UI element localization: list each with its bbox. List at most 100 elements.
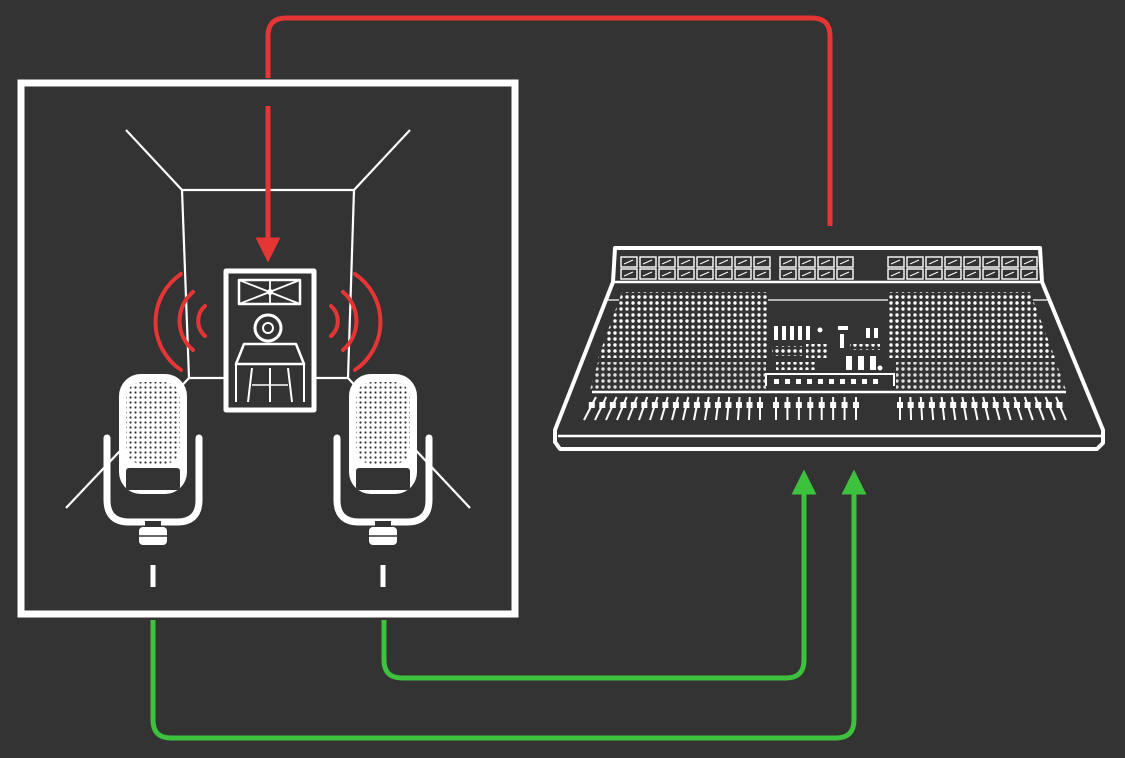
fader-track bbox=[649, 396, 659, 421]
console-meter bbox=[677, 256, 695, 268]
meter-needle bbox=[801, 259, 812, 265]
fader-cap bbox=[599, 402, 606, 408]
microphone-left-icon bbox=[103, 374, 203, 587]
fader-cap bbox=[735, 402, 742, 408]
meter-needle bbox=[1004, 259, 1015, 265]
fader-cap bbox=[1013, 402, 1020, 408]
fader-track bbox=[919, 396, 924, 421]
meter-needle bbox=[928, 259, 939, 265]
console-meter bbox=[658, 268, 676, 280]
meter-needle bbox=[680, 259, 691, 265]
fader-cap bbox=[588, 402, 595, 408]
meter-needle bbox=[782, 259, 793, 265]
console-meter bbox=[817, 256, 835, 268]
meter-needle bbox=[820, 259, 831, 265]
fader-track bbox=[638, 396, 649, 421]
fader-cap bbox=[704, 402, 711, 408]
microphone-right-icon bbox=[333, 374, 433, 587]
fader-cap bbox=[757, 402, 763, 408]
meter-needle bbox=[661, 259, 672, 265]
fader-cap bbox=[907, 402, 914, 408]
meter-needle bbox=[623, 259, 634, 265]
meter-needle bbox=[985, 271, 996, 277]
fader-cap bbox=[830, 402, 837, 408]
fader-track bbox=[961, 396, 968, 421]
console-button bbox=[818, 379, 823, 384]
console-meter bbox=[1020, 268, 1038, 280]
fader-track bbox=[909, 396, 913, 421]
fader-track bbox=[704, 396, 710, 421]
console-meter bbox=[620, 268, 638, 280]
fader-track bbox=[1044, 396, 1056, 421]
meter-needle bbox=[782, 271, 793, 277]
console-button bbox=[873, 379, 878, 384]
console-knobs-right bbox=[888, 292, 1055, 358]
meter-needle bbox=[737, 271, 748, 277]
fader-cap bbox=[960, 402, 967, 408]
console-button bbox=[807, 379, 812, 384]
meter-needle bbox=[909, 271, 920, 277]
fader-track bbox=[1013, 396, 1023, 421]
console-meter bbox=[836, 268, 854, 280]
console-meter bbox=[925, 268, 943, 280]
console-meter-bridge bbox=[620, 256, 1038, 280]
fader-cap bbox=[1045, 402, 1052, 408]
fader-cap bbox=[1056, 402, 1063, 408]
console-button bbox=[862, 379, 867, 384]
console-meter bbox=[1020, 256, 1038, 268]
console-meter bbox=[944, 268, 962, 280]
fader-cap bbox=[630, 402, 637, 408]
console-meter bbox=[779, 256, 797, 268]
meter-needle bbox=[820, 271, 831, 277]
console-meter bbox=[944, 256, 962, 268]
fader-cap bbox=[841, 402, 848, 408]
fader-cap bbox=[609, 402, 616, 408]
fader-cap bbox=[672, 402, 679, 408]
sound-wave-left-icon bbox=[153, 272, 207, 372]
fader-track bbox=[930, 396, 935, 421]
fader-cap bbox=[662, 402, 669, 408]
meter-needle bbox=[801, 271, 812, 277]
console-meter bbox=[836, 256, 854, 268]
fader-track bbox=[737, 396, 741, 421]
fader-track bbox=[726, 396, 731, 421]
sound-wave-right-icon bbox=[329, 272, 383, 372]
fader-cap bbox=[982, 402, 989, 408]
meter-needle bbox=[661, 271, 672, 277]
playback-signal-path bbox=[265, 15, 833, 226]
meter-needle bbox=[839, 259, 850, 265]
fader-cap bbox=[746, 402, 753, 408]
fader-cap bbox=[897, 402, 903, 408]
mic-left-signal-path bbox=[150, 469, 867, 741]
fader-track bbox=[951, 396, 957, 421]
console-meter bbox=[639, 256, 657, 268]
meter-needle bbox=[909, 259, 920, 265]
console-meter bbox=[887, 268, 905, 280]
fader-cap bbox=[853, 402, 859, 408]
fader-track bbox=[940, 396, 946, 421]
console-meter bbox=[677, 268, 695, 280]
console-button bbox=[785, 379, 790, 384]
fader-cap bbox=[807, 402, 814, 408]
meter-needle bbox=[756, 259, 767, 265]
fader-track bbox=[660, 396, 669, 421]
recording-room bbox=[17, 79, 519, 618]
meter-needle bbox=[642, 271, 653, 277]
meter-needle bbox=[642, 259, 653, 265]
console-meter bbox=[963, 268, 981, 280]
fader-cap bbox=[693, 402, 700, 408]
fader-track bbox=[1023, 396, 1034, 421]
fader-cap bbox=[971, 402, 978, 408]
fader-track bbox=[982, 396, 990, 421]
fader-track bbox=[616, 396, 628, 421]
meter-needle bbox=[699, 259, 710, 265]
fader-track bbox=[682, 396, 690, 421]
console-meter bbox=[639, 268, 657, 280]
console-meter bbox=[753, 256, 771, 268]
meter-needle bbox=[985, 259, 996, 265]
meter-needle bbox=[737, 259, 748, 265]
console-meter bbox=[925, 256, 943, 268]
console-button bbox=[829, 379, 834, 384]
meter-needle bbox=[1023, 271, 1034, 277]
console-meter bbox=[887, 256, 905, 268]
